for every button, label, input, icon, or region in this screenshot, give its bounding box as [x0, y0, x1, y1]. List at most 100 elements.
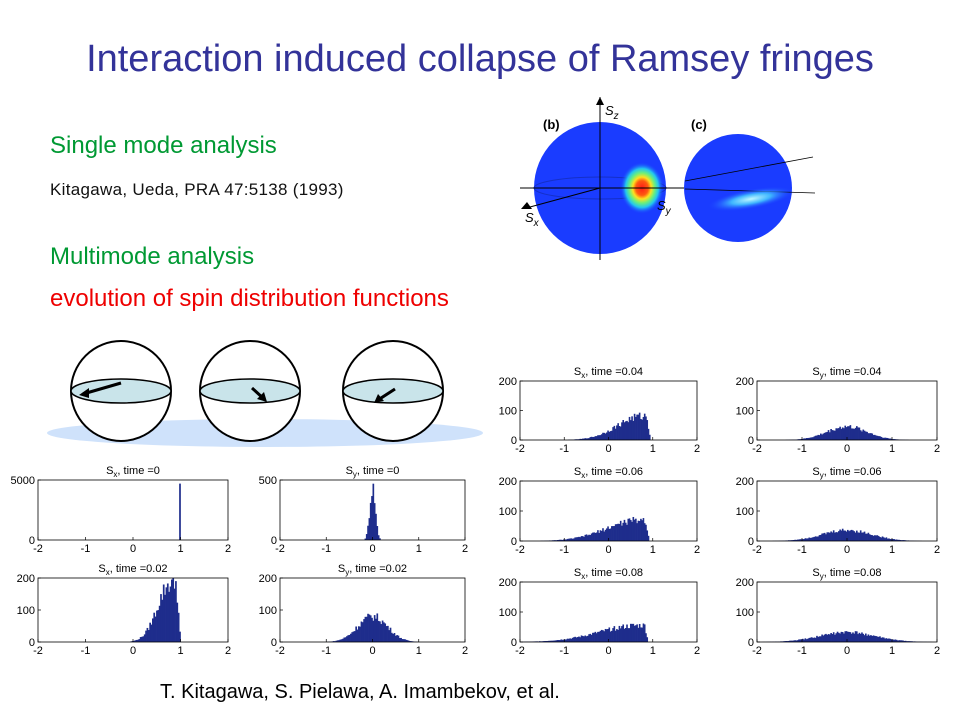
histogram-bar: [169, 586, 172, 642]
histogram-bar: [364, 538, 367, 540]
histogram-bar: [612, 427, 614, 440]
histogram-bar: [870, 534, 872, 541]
histogram-bar: [608, 431, 611, 440]
x-tick-label: -2: [515, 645, 525, 657]
histogram-bar: [879, 536, 881, 541]
histogram-bar: [398, 637, 401, 642]
histogram-title: Sx, time =0.08: [574, 567, 643, 581]
sy-label: Sy: [657, 198, 672, 217]
histogram-bar: [361, 622, 364, 642]
histogram-bar: [840, 631, 843, 642]
histogram-bar: [557, 539, 560, 541]
histogram-bar: [874, 434, 876, 440]
x-tick-label: 2: [694, 443, 700, 455]
histogram-bar: [384, 623, 387, 642]
y-tick-label: 100: [736, 607, 754, 619]
bloch-sphere-c: [684, 134, 792, 242]
histogram-bar: [854, 631, 857, 642]
histogram-bar: [609, 528, 612, 541]
histogram-bar: [822, 635, 825, 642]
histogram-bar: [627, 628, 630, 642]
histogram-bar: [597, 530, 599, 541]
histogram-bar: [884, 538, 886, 541]
histogram-bar: [579, 637, 582, 642]
histogram-bar: [850, 529, 853, 541]
histogram-bar: [143, 634, 146, 642]
histogram-bar: [871, 433, 874, 440]
histogram-bar: [888, 538, 890, 541]
histogram-bar: [853, 428, 856, 440]
x-tick-label: 0: [844, 645, 850, 657]
histogram-bar: [883, 537, 885, 541]
histogram-bar: [866, 533, 868, 541]
y-tick-label: 0: [511, 536, 517, 548]
histogram-bar: [545, 640, 547, 642]
histogram-bar: [562, 639, 565, 642]
histogram-bar: [559, 539, 561, 541]
histogram-bar: [640, 627, 642, 642]
x-tick-label: -2: [275, 645, 285, 657]
histogram-bar: [173, 588, 176, 642]
histogram-bar: [843, 530, 845, 541]
histogram-bar: [868, 433, 871, 440]
x-tick-label: 0: [130, 543, 136, 555]
histogram-bar: [595, 633, 598, 642]
histogram-bar: [884, 437, 886, 440]
histogram-bar: [629, 420, 632, 440]
histogram-bar: [581, 635, 584, 642]
panel-b-label: (b): [543, 117, 560, 132]
histogram-bar: [626, 624, 628, 642]
histogram-bar: [866, 431, 868, 440]
histogram-bar: [168, 591, 170, 642]
histogram-bar: [826, 431, 829, 440]
sphere-left: [70, 340, 172, 442]
histogram-bar: [608, 528, 611, 541]
histogram-bar: [799, 639, 802, 642]
histogram-bar: [587, 438, 589, 440]
histogram-bar: [592, 437, 594, 440]
histogram-bar: [835, 532, 838, 541]
histogram-bar: [809, 537, 812, 541]
histogram-bar: [790, 640, 793, 642]
histogram-bar: [570, 638, 573, 642]
histogram-bar: [359, 626, 361, 642]
histogram-bar: [618, 426, 621, 440]
histogram-bar: [889, 638, 892, 642]
histogram-bar: [874, 535, 876, 541]
histogram-bar: [346, 636, 348, 642]
histogram-bar: [879, 636, 881, 642]
histogram-bar: [175, 581, 177, 642]
histogram-bar: [588, 438, 590, 440]
histogram-bar: [573, 538, 575, 541]
x-tick-label: -1: [321, 645, 331, 657]
histogram-bar: [807, 538, 809, 541]
histogram-bar: [646, 637, 649, 642]
x-tick-label: 2: [225, 645, 231, 657]
histogram-bar: [629, 623, 632, 642]
histogram-bar: [343, 637, 346, 642]
histogram-bar: [387, 625, 389, 642]
histogram-bar: [356, 629, 359, 642]
histogram-bar: [363, 619, 365, 642]
histogram-bar: [895, 539, 898, 541]
spread-distribution-streak: [707, 186, 795, 212]
histogram-bar: [402, 639, 405, 642]
histogram-bar: [583, 438, 585, 440]
histogram-bar: [848, 531, 850, 541]
histogram-bar: [899, 640, 902, 642]
histogram-bar: [800, 439, 803, 440]
histogram-bar: [817, 434, 820, 440]
x-tick-label: -1: [321, 543, 331, 555]
histogram-bar: [368, 518, 371, 540]
histogram-bar: [153, 612, 156, 642]
histogram-bar: [593, 532, 595, 541]
histogram-bar: [845, 427, 848, 440]
histogram-bar: [863, 635, 866, 642]
histogram-bar: [574, 537, 576, 541]
histogram-bar: [550, 640, 552, 642]
histogram-bar: [622, 624, 625, 642]
histogram-bar: [613, 425, 616, 440]
histogram-bar: [405, 639, 408, 642]
histogram-bar: [578, 636, 580, 642]
